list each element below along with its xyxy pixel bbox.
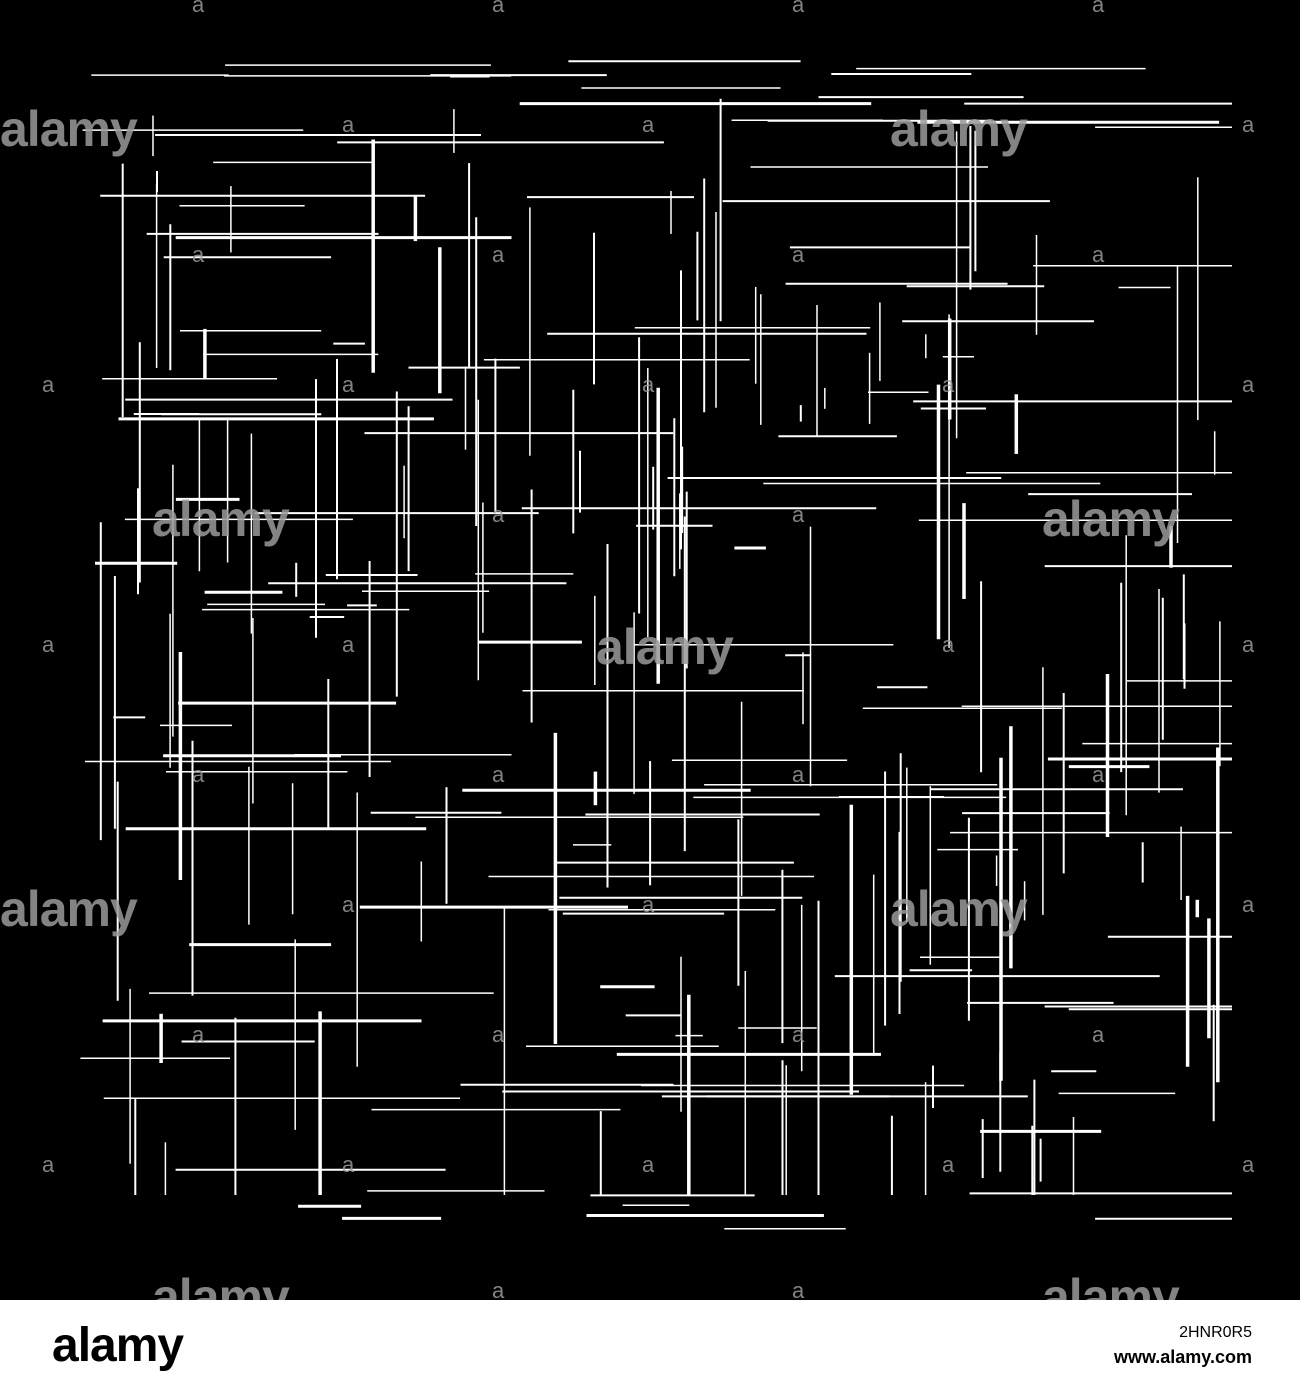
watermark-a: a bbox=[1242, 892, 1254, 917]
watermark-a: a bbox=[192, 0, 204, 17]
watermark-a: a bbox=[792, 502, 804, 527]
watermark-a: a bbox=[42, 1152, 54, 1177]
alamy-logo[interactable]: alamy bbox=[52, 1319, 184, 1372]
image-id: 2HNR0R5 bbox=[1179, 1324, 1252, 1341]
watermark-alamy: alamy bbox=[152, 491, 290, 547]
watermark-alamy: alamy bbox=[0, 881, 138, 937]
site-url[interactable]: www.alamy.com bbox=[1113, 1347, 1252, 1367]
watermark-a: a bbox=[492, 502, 504, 527]
watermark-alamy: alamy bbox=[0, 101, 138, 157]
watermark-a: a bbox=[792, 1022, 804, 1047]
watermark-a: a bbox=[642, 372, 654, 397]
watermark-a: a bbox=[342, 112, 354, 137]
watermark-a: a bbox=[792, 1278, 804, 1303]
footer-bar: alamy 2HNR0R5 www.alamy.com bbox=[0, 1300, 1300, 1390]
watermark-a: a bbox=[1092, 762, 1104, 787]
watermark-a: a bbox=[792, 0, 804, 17]
watermark-a: a bbox=[342, 892, 354, 917]
watermark-alamy: alamy bbox=[890, 101, 1028, 157]
watermark-a: a bbox=[1242, 112, 1254, 137]
footer-info: 2HNR0R5 www.alamy.com bbox=[1114, 1322, 1252, 1370]
watermark-a: a bbox=[942, 1152, 954, 1177]
watermark-a: a bbox=[792, 762, 804, 787]
watermark-a: a bbox=[642, 112, 654, 137]
watermark-a: a bbox=[342, 372, 354, 397]
watermark-a: a bbox=[1092, 1022, 1104, 1047]
watermark-a: a bbox=[1092, 242, 1104, 267]
watermark-a: a bbox=[1242, 632, 1254, 657]
watermark-a: a bbox=[492, 0, 504, 17]
watermark-a: a bbox=[492, 762, 504, 787]
watermark-a: a bbox=[492, 1278, 504, 1303]
watermark-a: a bbox=[492, 242, 504, 267]
watermark-alamy: alamy bbox=[890, 881, 1028, 937]
watermark-a: a bbox=[492, 1022, 504, 1047]
watermark-a: a bbox=[1242, 1152, 1254, 1177]
watermark-a: a bbox=[792, 242, 804, 267]
watermark-a: a bbox=[342, 1152, 354, 1177]
watermark-a: a bbox=[1092, 0, 1104, 17]
watermark-a: a bbox=[942, 372, 954, 397]
watermark-a: a bbox=[42, 632, 54, 657]
watermark-a: a bbox=[192, 242, 204, 267]
watermark-a: a bbox=[42, 372, 54, 397]
watermark-a: a bbox=[1242, 372, 1254, 397]
watermark-a: a bbox=[642, 1152, 654, 1177]
watermark-a: a bbox=[192, 762, 204, 787]
watermark-alamy: alamy bbox=[596, 619, 734, 675]
line-pattern-artwork bbox=[80, 60, 1232, 1230]
watermark-a: a bbox=[342, 632, 354, 657]
watermark-a: a bbox=[192, 1022, 204, 1047]
watermark-a: a bbox=[942, 632, 954, 657]
watermark-a: a bbox=[642, 892, 654, 917]
watermark-alamy: alamy bbox=[1042, 491, 1180, 547]
